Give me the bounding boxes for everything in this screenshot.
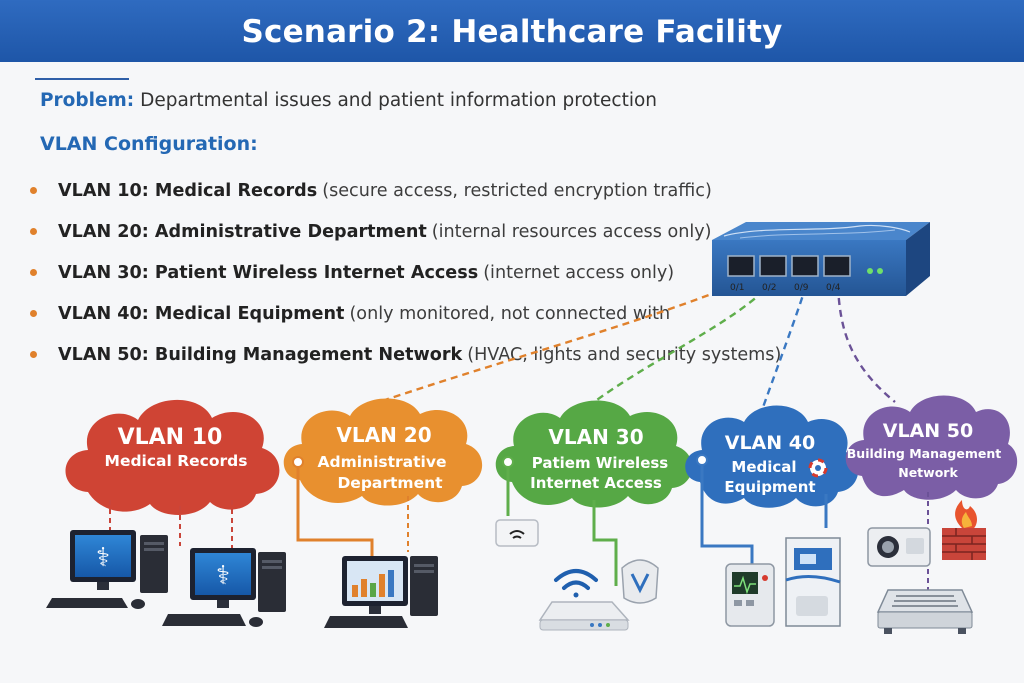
vlan-10-devices: ⚕ ⚕	[46, 500, 286, 627]
link-vlan-20	[384, 280, 743, 402]
cloud-vlan-50: VLAN 50 Building Management Network	[845, 395, 1018, 500]
cloud-vlan-30: VLAN 30 Patiem Wireless Internet Access	[495, 400, 693, 508]
connector-icon	[292, 456, 304, 468]
vlan-name: VLAN 10: Medical Records	[58, 180, 318, 201]
list-item: VLAN 20: Administrative Department(inter…	[30, 211, 781, 252]
cloud-title: VLAN 20	[336, 423, 431, 447]
heading-divider	[35, 78, 129, 80]
access-point-icon	[495, 519, 539, 547]
vlan-30-devices	[495, 456, 659, 631]
port-label: 0/2	[762, 283, 776, 293]
link-vlan-40	[760, 285, 808, 411]
vlan-description: (secure access, restricted encryption tr…	[322, 180, 712, 201]
lifebuoy-icon	[808, 458, 828, 478]
cloud-label: Patiem Wireless	[532, 454, 669, 472]
hvac-unit-icon	[876, 589, 974, 634]
link-vlan-30	[589, 281, 773, 406]
problem-text: Departmental issues and patient informat…	[140, 90, 658, 111]
vlan-name: VLAN 20: Administrative Department	[58, 221, 427, 242]
switch-port	[823, 255, 851, 277]
cloud-label: Building Management	[847, 446, 1001, 461]
vlan-name: VLAN 30: Patient Wireless Internet Acces…	[58, 262, 479, 283]
fire-icon	[955, 500, 977, 530]
wifi-icon	[554, 569, 598, 598]
switch-port	[759, 255, 787, 277]
list-item: VLAN 10: Medical Records(secure access, …	[30, 170, 781, 211]
port-label: 0/1	[730, 283, 744, 293]
connector-icon	[502, 456, 514, 468]
vlan-links	[384, 280, 896, 411]
patient-monitor-icon	[725, 563, 775, 627]
cloud-label: Department	[337, 474, 443, 492]
cloud-label: Network	[898, 465, 958, 480]
switch-port	[791, 255, 819, 277]
vlan-description: (only monitored, not connected with	[349, 303, 671, 324]
cloud-shape	[283, 398, 483, 506]
page-title: Scenario 2: Healthcare Facility	[241, 14, 783, 50]
svg-text:⚕: ⚕	[216, 561, 230, 591]
cloud-title: VLAN 40	[725, 432, 815, 454]
cloud-label: Administrative	[318, 453, 447, 471]
vlan-config-heading: VLAN Configuration:	[40, 133, 258, 155]
vlan-50-devices	[867, 492, 986, 634]
medical-scanner-icon	[785, 537, 841, 627]
port-label: 0/9	[794, 283, 809, 293]
thermostat-icon	[867, 527, 931, 567]
vlan-40-devices	[696, 454, 841, 627]
title-banner: Scenario 2: Healthcare Facility	[0, 0, 1024, 62]
cloud-vlan-40: VLAN 40 Medical Equipment	[685, 405, 859, 508]
wireless-router-icon	[538, 601, 630, 631]
cloud-vlan-10: VLAN 10 Medical Records	[65, 399, 280, 515]
switch-port	[727, 255, 755, 277]
bullet-icon	[30, 351, 37, 358]
svg-text:⚕: ⚕	[96, 543, 110, 573]
network-switch: 0/1 0/2 0/9 0/4	[712, 222, 930, 296]
vlan-20-devices	[292, 456, 438, 628]
cloud-shape	[845, 395, 1018, 500]
bullet-icon	[30, 269, 37, 276]
status-led-icon	[867, 268, 873, 274]
status-led-icon	[877, 268, 883, 274]
list-item: VLAN 30: Patient Wireless Internet Acces…	[30, 252, 781, 293]
admin-computer-icon	[324, 556, 438, 628]
link-vlan-50	[836, 285, 896, 403]
cloud-shape	[685, 405, 859, 508]
vlan-description: (internal resources access only)	[431, 221, 712, 242]
cloud-shape	[495, 400, 693, 508]
cloud-label: Internet Access	[530, 474, 662, 492]
connector-icon	[696, 454, 708, 466]
bullet-icon	[30, 187, 37, 194]
medical-records-computer-icon: ⚕	[162, 548, 286, 627]
vlan-list: VLAN 10: Medical Records(secure access, …	[30, 170, 781, 375]
cloud-label: Equipment	[724, 478, 815, 496]
cloud-title: VLAN 50	[883, 420, 973, 442]
cloud-label: Medical	[731, 458, 796, 476]
cloud-label: Medical Records	[105, 452, 248, 470]
cloud-title: VLAN 30	[548, 425, 643, 449]
patient-device-icon	[621, 559, 659, 604]
problem-statement: Problem: Departmental issues and patient…	[40, 90, 657, 111]
bullet-icon	[30, 310, 37, 317]
medical-records-computer-icon: ⚕	[46, 530, 168, 609]
list-item: VLAN 40: Medical Equipment(only monitore…	[30, 293, 781, 334]
problem-label: Problem:	[40, 90, 135, 111]
cloud-vlan-20: VLAN 20 Administrative Department	[283, 398, 483, 506]
cloud-shape	[65, 399, 280, 515]
brick-wall-icon	[942, 528, 986, 560]
port-label: 0/4	[826, 283, 841, 293]
cloud-title: VLAN 10	[118, 425, 223, 450]
bullet-icon	[30, 228, 37, 235]
vlan-name: VLAN 50: Building Management Network	[58, 344, 463, 365]
vlan-description: (internet access only)	[483, 262, 675, 283]
vlan-name: VLAN 40: Medical Equipment	[58, 303, 345, 324]
